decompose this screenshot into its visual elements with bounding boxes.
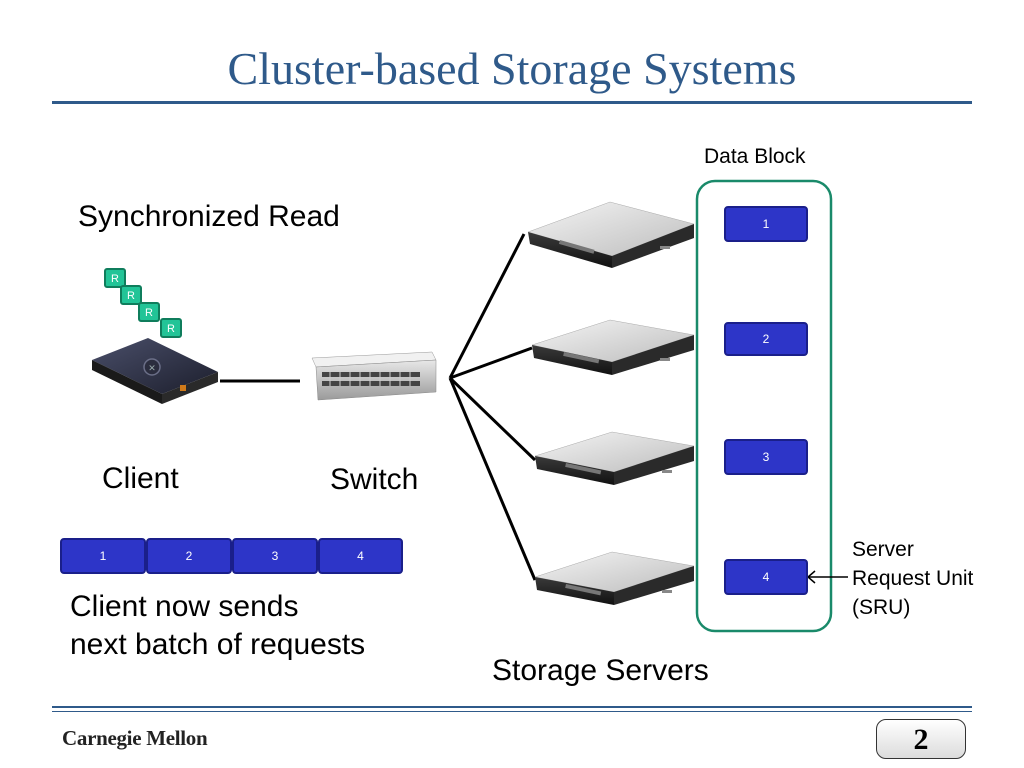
storage-server-1-image	[527, 201, 695, 268]
storage-servers-label: Storage Servers	[492, 654, 709, 687]
svg-text:✕: ✕	[148, 363, 156, 373]
slide-title: Cluster-based Storage Systems	[227, 43, 797, 94]
sru-label-line-3: (SRU)	[852, 596, 911, 619]
client-batch-block-2: 2	[146, 538, 232, 574]
sru-label-line-1: Server	[852, 538, 914, 561]
switch-label: Switch	[330, 463, 419, 496]
data-block-2: 2	[724, 322, 808, 356]
switch-server-2-link	[449, 346, 533, 380]
request-badge: R	[120, 285, 142, 305]
request-badge: R	[104, 268, 126, 288]
footer-rule	[52, 706, 972, 708]
client-machine-image: ✕	[92, 338, 218, 404]
client-batch-block-3: 3	[232, 538, 318, 574]
switch-server-4-link	[448, 377, 537, 581]
footer-brand: Carnegie Mellon	[62, 726, 208, 750]
switch-server-1-link	[448, 233, 526, 379]
storage-server-4-image	[534, 551, 695, 605]
client-label: Client	[102, 462, 179, 495]
client-batch-block-4: 4	[318, 538, 403, 574]
request-badge: R	[160, 318, 182, 338]
request-badge: R	[138, 302, 160, 322]
title-rule	[52, 101, 972, 104]
data-block-label: Data Block	[704, 145, 806, 168]
page-number: 2	[876, 719, 966, 759]
switch-server-3-link	[448, 376, 537, 462]
data-block-frame	[695, 179, 833, 633]
sru-label-line-2: Request Unit	[852, 567, 974, 590]
network-links	[220, 233, 537, 581]
client-note-line-1: Client now sends	[70, 590, 299, 623]
switch-image	[311, 351, 437, 401]
data-block-1: 1	[724, 206, 808, 242]
client-batch-block-1: 1	[60, 538, 146, 574]
synchronized-read-label: Synchronized Read	[78, 200, 340, 233]
data-block-3: 3	[724, 439, 808, 475]
client-note-line-2: next batch of requests	[70, 628, 366, 661]
sru-label: Server Request Unit (SRU)	[852, 535, 973, 622]
sru-arrow	[806, 570, 848, 584]
storage-server-3-image	[534, 431, 695, 485]
storage-server-2-image	[531, 319, 695, 375]
footer-rule-thin	[52, 711, 972, 712]
data-block-4: 4	[724, 559, 808, 595]
client-note: Client now sends next batch of requests	[70, 588, 365, 664]
